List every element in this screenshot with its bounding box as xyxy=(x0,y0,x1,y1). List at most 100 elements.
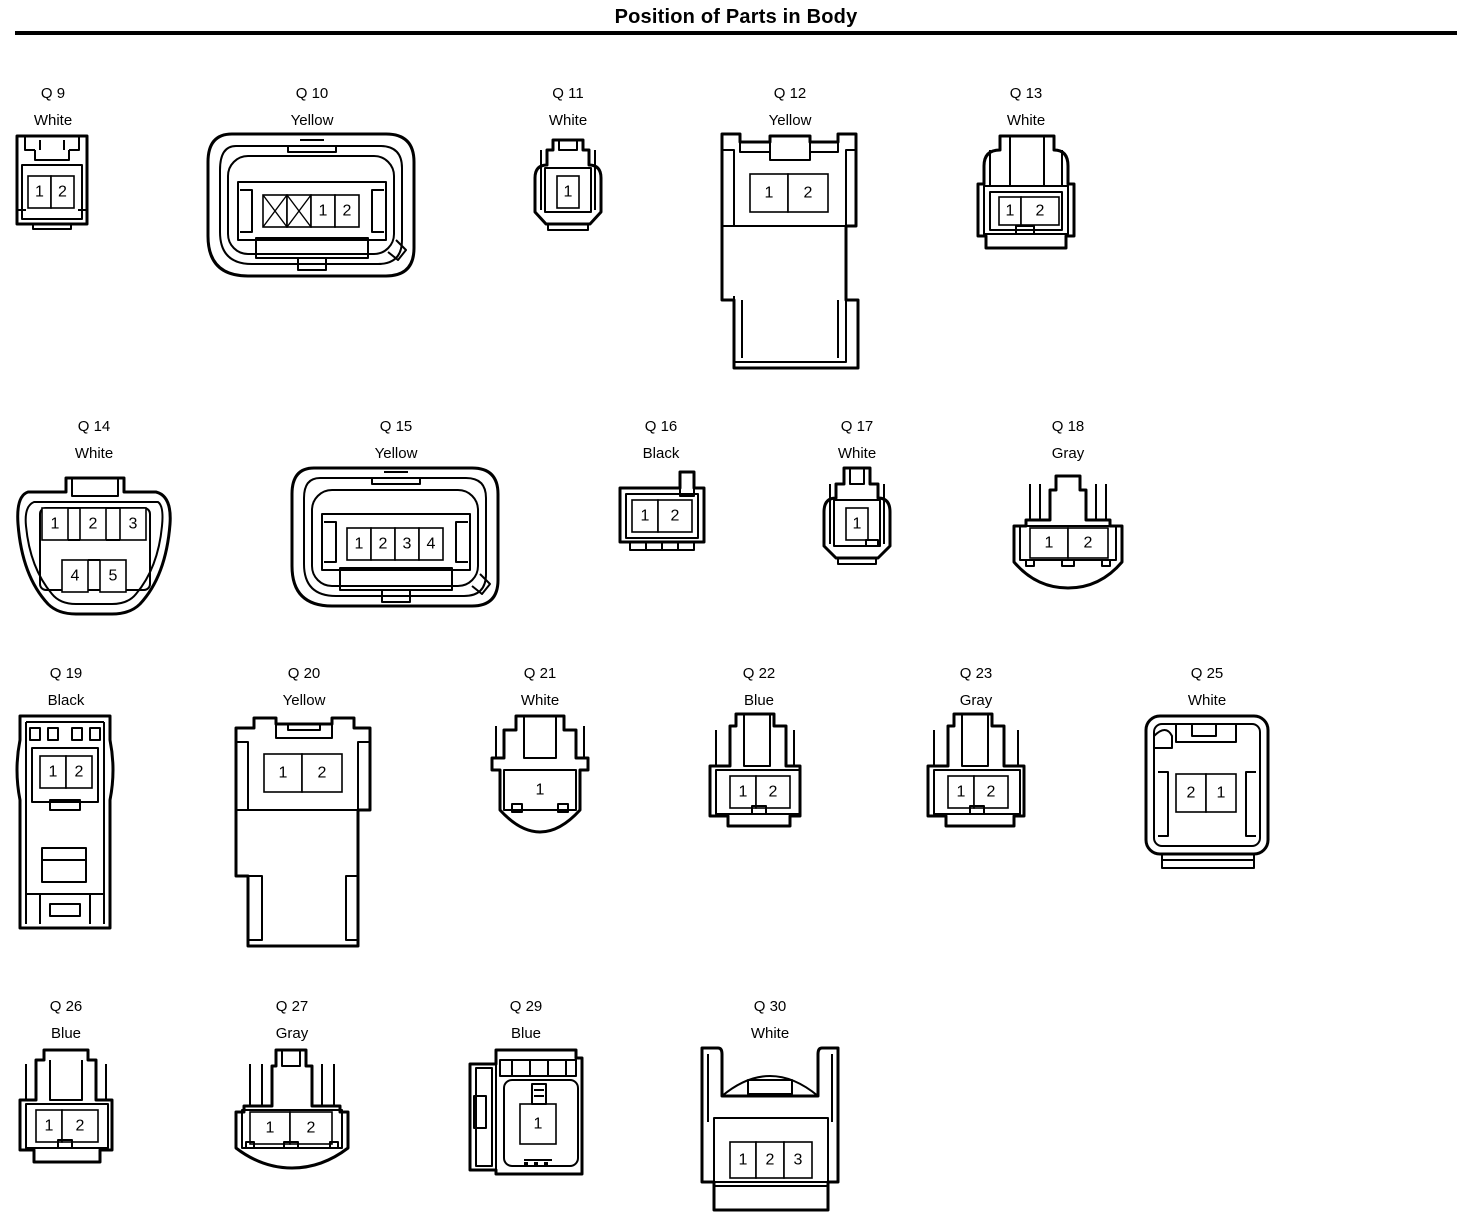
connector-color-q30: White xyxy=(751,1025,789,1042)
pin-label: 1 xyxy=(266,1120,275,1137)
connector-id-q22: Q 22 xyxy=(743,665,776,682)
connector-q23-drawing: 1 2 xyxy=(926,712,1026,828)
connector-q10-drawing: 1 2 xyxy=(206,132,416,278)
connector-q9-drawing: 1 2 xyxy=(15,134,89,230)
pin-label: 1 xyxy=(564,184,573,201)
connector-q27-drawing: 1 2 xyxy=(234,1048,350,1170)
connector-id-q25: Q 25 xyxy=(1191,665,1224,682)
connector-id-q10: Q 10 xyxy=(296,85,329,102)
connector-color-q26: Blue xyxy=(51,1025,81,1042)
connector-id-q18: Q 18 xyxy=(1052,418,1085,435)
connector-id-q27: Q 27 xyxy=(276,998,309,1015)
connector-id-q23: Q 23 xyxy=(960,665,993,682)
pin-label: 2 xyxy=(89,516,98,533)
connector-q10-pins: 1 2 xyxy=(262,194,360,228)
connector-id-q14: Q 14 xyxy=(78,418,111,435)
pin-label: 1 xyxy=(1045,535,1054,552)
pin-label: 1 xyxy=(765,185,774,202)
connector-q12-drawing: 1 2 xyxy=(720,132,860,370)
pin-label: 2 xyxy=(307,1120,316,1137)
connector-color-q19: Black xyxy=(48,692,85,709)
pin-label: 1 xyxy=(739,1152,748,1169)
pin-label: 1 xyxy=(739,784,748,801)
page-title: Position of Parts in Body xyxy=(614,6,858,28)
connector-id-q11: Q 11 xyxy=(552,85,583,102)
connector-id-q30: Q 30 xyxy=(754,998,787,1015)
pin-label: 2 xyxy=(769,784,778,801)
connector-color-q17: White xyxy=(838,445,876,462)
pin-label: 1 xyxy=(957,784,966,801)
pin-label: 1 xyxy=(536,782,545,799)
pin-label: 2 xyxy=(76,1118,85,1135)
connector-q22-drawing: 1 2 xyxy=(708,712,802,828)
connector-color-q16: Black xyxy=(643,445,680,462)
pin-label: 1 xyxy=(35,184,44,201)
connector-color-q21: White xyxy=(521,692,559,709)
connector-id-q15: Q 15 xyxy=(380,418,413,435)
connector-q14-drawing: 1 2 3 4 5 xyxy=(16,476,172,616)
pin-label: 2 xyxy=(343,203,352,220)
pin-label: 2 xyxy=(766,1152,775,1169)
pin-label: 1 xyxy=(853,516,862,533)
pin-label: 1 xyxy=(1006,203,1015,220)
connector-id-q17: Q 17 xyxy=(841,418,874,435)
pin-label: 2 xyxy=(671,508,680,525)
pin-label: 2 xyxy=(379,536,388,553)
pin-label: 2 xyxy=(1187,785,1196,802)
pin-label: 2 xyxy=(804,185,813,202)
connector-id-q9: Q 9 xyxy=(41,85,65,102)
pin-label: 3 xyxy=(403,536,412,553)
connector-color-q13: White xyxy=(1007,112,1045,129)
connector-color-q22: Blue xyxy=(744,692,774,709)
connector-id-q21: Q 21 xyxy=(524,665,557,682)
pin-label: 1 xyxy=(279,765,288,782)
pin-label: 5 xyxy=(109,568,118,585)
pin-label: 3 xyxy=(794,1152,803,1169)
connector-id-q16: Q 16 xyxy=(645,418,678,435)
pin-label: 2 xyxy=(58,184,67,201)
pin-label: 2 xyxy=(1084,535,1093,552)
title-divider xyxy=(15,31,1457,35)
pin-label: 1 xyxy=(51,516,60,533)
connector-color-q18: Gray xyxy=(1052,445,1085,462)
connector-q15-drawing: 1 2 3 4 xyxy=(290,466,500,608)
connector-id-q29: Q 29 xyxy=(510,998,543,1015)
pin-label: 1 xyxy=(355,536,364,553)
connector-q11-drawing: 1 xyxy=(533,138,603,231)
connector-id-q19: Q 19 xyxy=(50,665,83,682)
connector-color-q14: White xyxy=(75,445,113,462)
connector-color-q25: White xyxy=(1188,692,1226,709)
connector-color-q15: Yellow xyxy=(375,445,418,462)
pin-label: 4 xyxy=(427,536,436,553)
connector-color-q27: Gray xyxy=(276,1025,309,1042)
pin-label: 2 xyxy=(318,765,327,782)
connector-color-q9: White xyxy=(34,112,72,129)
connector-q26-drawing: 1 2 xyxy=(18,1048,114,1164)
connector-q30-drawing: 1 2 3 xyxy=(700,1046,840,1212)
pin-label: 1 xyxy=(49,764,58,781)
connector-q29-drawing: 1 xyxy=(468,1048,584,1176)
connector-q19-drawing: 1 2 xyxy=(15,714,115,930)
connector-color-q20: Yellow xyxy=(283,692,326,709)
connector-color-q10: Yellow xyxy=(291,112,334,129)
connector-q13-drawing: 1 2 xyxy=(976,134,1076,250)
pin-label: 1 xyxy=(534,1116,543,1133)
pin-label: 1 xyxy=(1217,785,1226,802)
pin-label: 2 xyxy=(1036,203,1045,220)
connector-id-q13: Q 13 xyxy=(1010,85,1043,102)
pin-label: 2 xyxy=(987,784,996,801)
connector-id-q20: Q 20 xyxy=(288,665,321,682)
pin-label: 3 xyxy=(129,516,138,533)
connector-q9-pins: 1 2 xyxy=(27,175,75,209)
connector-id-q12: Q 12 xyxy=(774,85,807,102)
connector-q25-drawing: 2 1 xyxy=(1144,714,1270,869)
connector-color-q29: Blue xyxy=(511,1025,541,1042)
pin-label: 1 xyxy=(45,1118,54,1135)
connector-q20-drawing: 1 2 xyxy=(234,716,372,948)
connector-color-q23: Gray xyxy=(960,692,993,709)
connector-color-q11: White xyxy=(549,112,587,129)
connector-id-q26: Q 26 xyxy=(50,998,83,1015)
pin-label: 1 xyxy=(319,203,328,220)
connector-color-q12: Yellow xyxy=(769,112,812,129)
connector-q17-drawing: 1 xyxy=(822,466,892,565)
